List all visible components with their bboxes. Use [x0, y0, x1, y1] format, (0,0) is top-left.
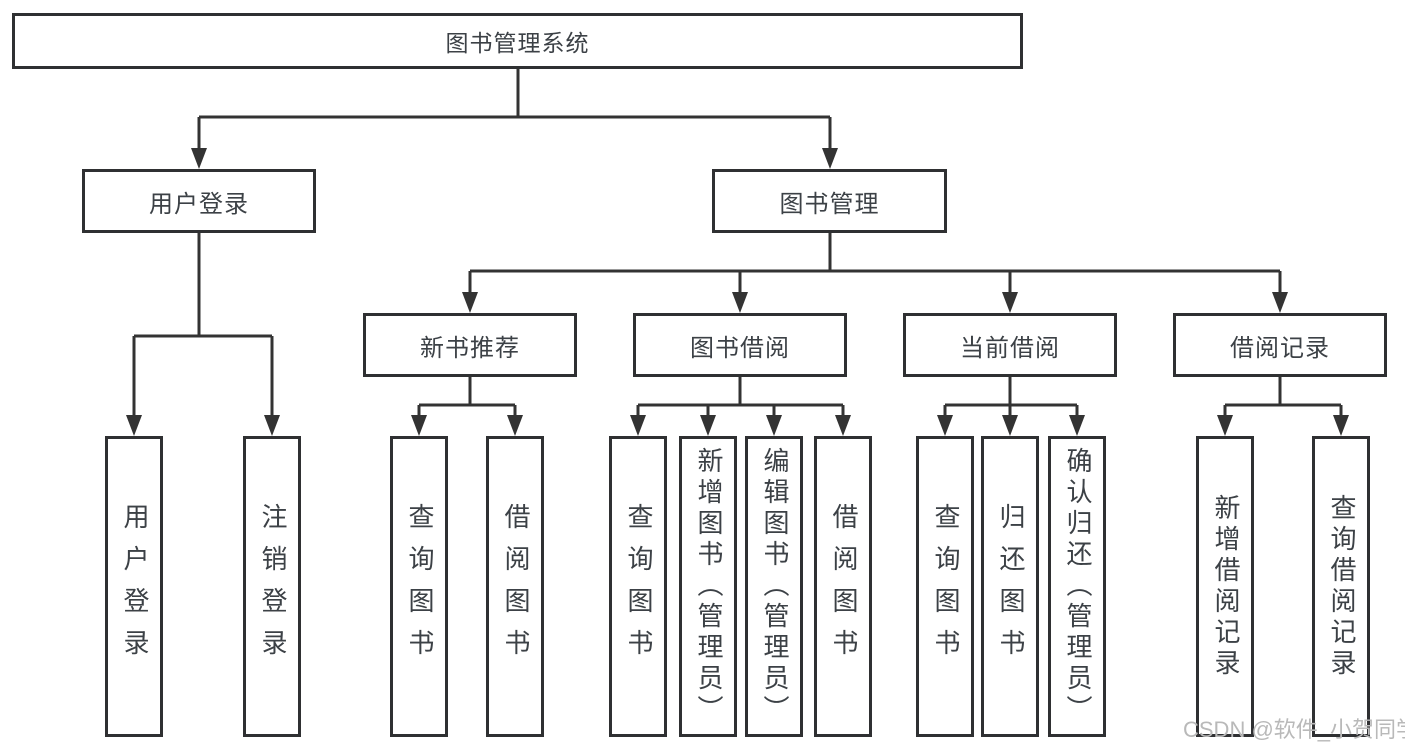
node-new-book-recommend: 新书推荐 [363, 313, 577, 377]
leaf-borrow-books-recommend: 借阅图书 [486, 436, 544, 737]
node-library-system: 图书管理系统 [12, 13, 1023, 69]
node-label: 用户登录 [149, 190, 249, 218]
leaf-label: 借阅图书 [500, 502, 531, 671]
leaf-query-books-borrowing: 查询图书 [609, 436, 667, 737]
node-user-login: 用户登录 [82, 169, 316, 233]
node-label: 图书借阅 [690, 334, 790, 362]
leaf-label: 新增图书（管理员） [693, 447, 724, 726]
csdn-watermark: CSDN @软件_小贺同学 [1183, 717, 1405, 742]
leaf-label: 新增借阅记录 [1210, 493, 1241, 680]
node-book-borrowing: 图书借阅 [633, 313, 847, 377]
leaf-label: 查询借阅记录 [1326, 493, 1357, 680]
node-label: 借阅记录 [1230, 334, 1330, 362]
node-label: 图书管理 [779, 190, 880, 218]
node-borrowing-records: 借阅记录 [1173, 313, 1387, 377]
leaf-query-borrow-record: 查询借阅记录 [1312, 436, 1370, 737]
leaf-label: 查询图书 [623, 502, 654, 671]
leaf-label: 借阅图书 [828, 502, 859, 671]
leaf-label: 查询图书 [930, 502, 961, 671]
leaf-borrow-books-borrowing: 借阅图书 [814, 436, 872, 737]
node-label: 图书管理系统 [445, 30, 590, 56]
leaf-return-books: 归还图书 [981, 436, 1039, 737]
leaf-confirm-return-admin: 确认归还（管理员） [1048, 436, 1106, 737]
leaf-edit-books-admin: 编辑图书（管理员） [745, 436, 803, 737]
leaf-label: 确认归还（管理员） [1062, 447, 1093, 726]
leaf-add-borrow-record: 新增借阅记录 [1196, 436, 1254, 737]
leaf-label: 用户登录 [119, 502, 150, 671]
leaf-label: 查询图书 [404, 502, 435, 671]
leaf-logout: 注销登录 [243, 436, 301, 737]
leaf-add-books-admin: 新增图书（管理员） [679, 436, 737, 737]
leaf-label: 归还图书 [995, 502, 1026, 671]
leaf-query-books-recommend: 查询图书 [390, 436, 448, 737]
leaf-user-login: 用户登录 [105, 436, 163, 737]
node-current-borrowing: 当前借阅 [903, 313, 1117, 377]
leaf-label: 注销登录 [257, 502, 288, 671]
leaf-label: 编辑图书（管理员） [759, 447, 790, 726]
leaf-query-books-current: 查询图书 [916, 436, 974, 737]
node-label: 新书推荐 [420, 334, 520, 362]
node-label: 当前借阅 [960, 334, 1060, 362]
node-book-management: 图书管理 [712, 169, 947, 233]
